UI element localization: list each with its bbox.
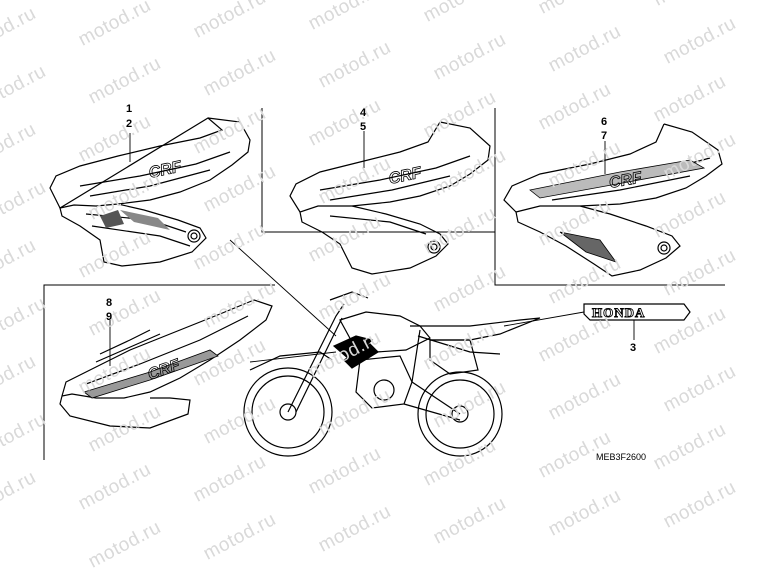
frame-panel-4 — [43, 284, 275, 460]
callout-8: 8 — [106, 297, 113, 309]
honda-tank-emblem: HONDA — [583, 303, 691, 321]
side-decal-8-9 — [59, 299, 273, 429]
callout-9: 9 — [106, 311, 113, 323]
shroud-4-graphics: CRF — [387, 164, 425, 189]
leader-shroud-to-bike — [229, 239, 337, 337]
callout-4: 4 — [360, 107, 367, 119]
motorcycle-illustration — [243, 291, 541, 457]
callout-5: 5 — [360, 121, 367, 133]
shroud-4-crf-lettering: CRF — [387, 164, 424, 188]
shroud-decal-6-7 — [503, 123, 723, 277]
shroud-6-crf-lettering: CRF — [608, 169, 645, 192]
shroud-6-graphics: CRF — [529, 159, 706, 263]
frame-panel-2 — [261, 108, 495, 233]
panel-frames — [43, 108, 725, 460]
callout-1: 1 — [126, 103, 133, 115]
callout-2: 2 — [126, 118, 133, 130]
leader-side-to-bike — [249, 351, 337, 363]
diagram-code: MEB3F2600 — [596, 452, 647, 462]
leader-lines — [109, 131, 635, 366]
frame-panel-3 — [494, 108, 725, 286]
callout-3: 3 — [630, 342, 637, 354]
callout-6: 6 — [601, 116, 608, 128]
honda-emblem-text: HONDA — [592, 305, 645, 320]
shroud-decal-4-5 — [289, 121, 491, 275]
callout-7: 7 — [601, 130, 608, 142]
side-decal-graphics: CRF — [83, 349, 219, 399]
leader-emblem-to-bike — [503, 311, 585, 327]
shroud-decal-1-2 — [49, 117, 251, 267]
front-wheel — [243, 367, 333, 457]
